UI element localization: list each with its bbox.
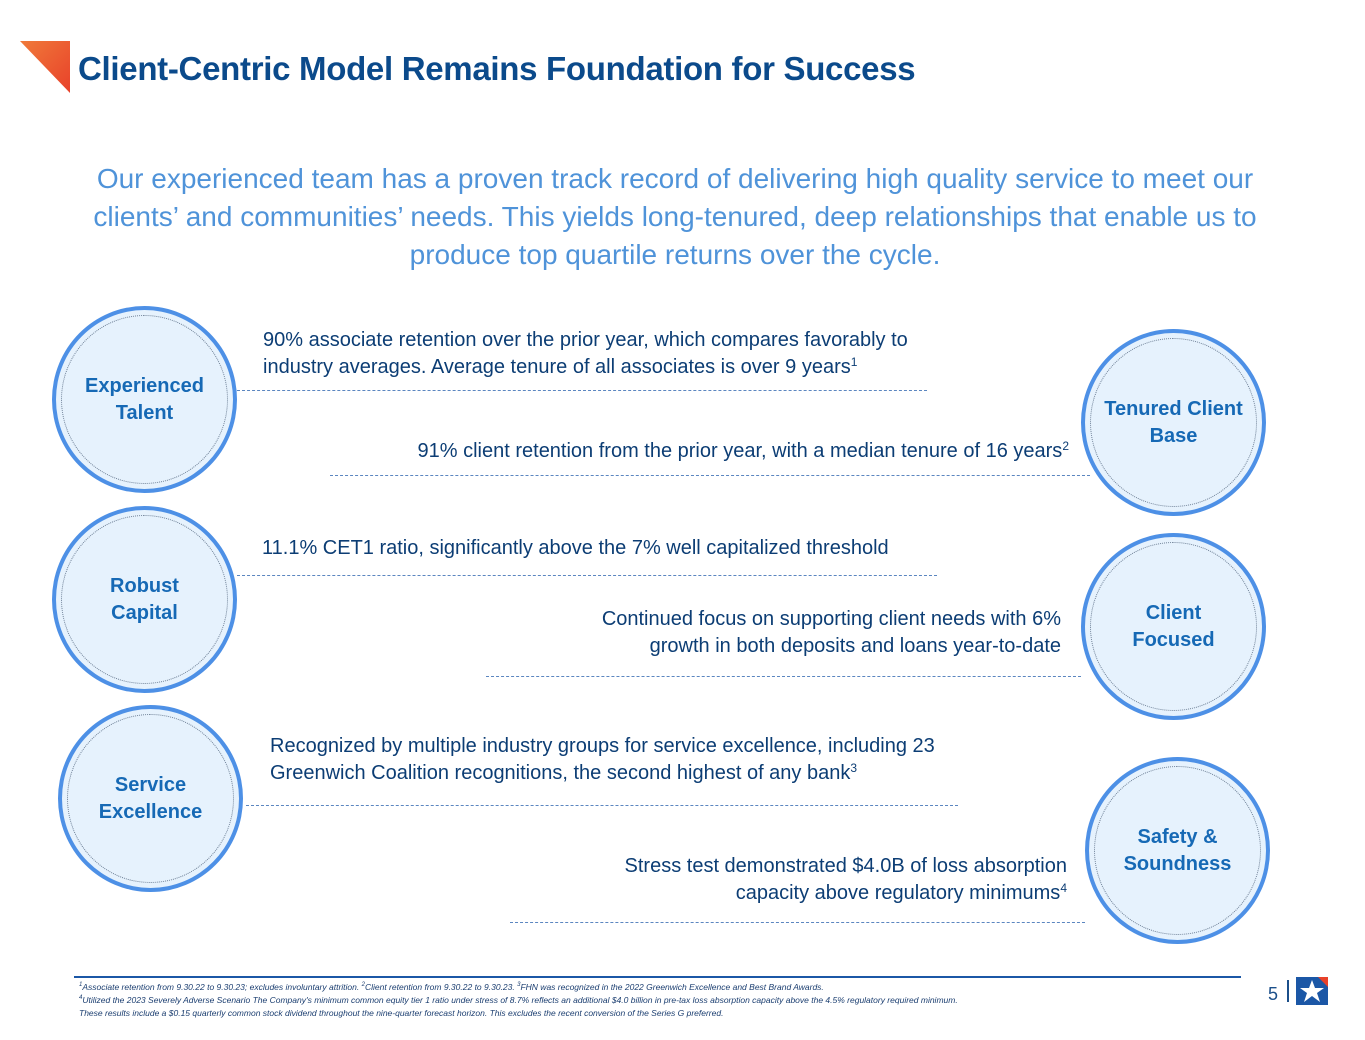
intro-statement: Our experienced team has a proven track … [93, 163, 1257, 270]
connector-line [330, 475, 1090, 476]
point-client-focus: Continued focus on supporting client nee… [601, 608, 1061, 657]
page-title: Client-Centric Model Remains Foundation … [78, 50, 916, 87]
star-logo-icon [1296, 977, 1328, 1005]
pillar-label: Robust Capital [110, 574, 179, 624]
pillar-label: Service Excellence [98, 773, 203, 823]
point-client-retention: 91% client retention from the prior year… [417, 439, 1069, 462]
connector-line [486, 676, 1081, 677]
pillar-safety-soundness: Safety & Soundness [1085, 757, 1270, 944]
pillar-client-focused: Client Focused [1081, 533, 1266, 720]
page-number: 5 [1268, 984, 1279, 1004]
pillar-label: Client Focused [1132, 601, 1215, 651]
page-number-divider [1287, 980, 1289, 1002]
connector-line [510, 922, 1085, 923]
footnote-divider [74, 976, 1241, 978]
footnotes: 1Associate retention from 9.30.22 to 9.3… [79, 982, 958, 1018]
pillar-label: Safety & Soundness [1123, 825, 1232, 875]
point-service-recognition: Recognized by multiple industry groups f… [270, 735, 935, 784]
corner-logo-icon [20, 41, 70, 93]
point-cet1-ratio: 11.1% CET1 ratio, significantly above th… [262, 537, 889, 559]
pillar-robust-capital: Robust Capital [52, 506, 237, 693]
connector-line [246, 805, 958, 806]
point-stress-test: Stress test demonstrated $4.0B of loss a… [624, 855, 1067, 904]
connector-line [237, 575, 937, 576]
pillar-experienced-talent: Experienced Talent [52, 306, 237, 493]
point-associate-retention: 90% associate retention over the prior y… [263, 329, 908, 378]
pillar-tenured-client-base: Tenured Client Base [1081, 329, 1266, 516]
pillar-label: Experienced Talent [85, 374, 204, 424]
pillar-label: Tenured Client Base [1104, 397, 1243, 447]
connector-line [237, 390, 927, 391]
pillar-service-excellence: Service Excellence [58, 705, 243, 892]
